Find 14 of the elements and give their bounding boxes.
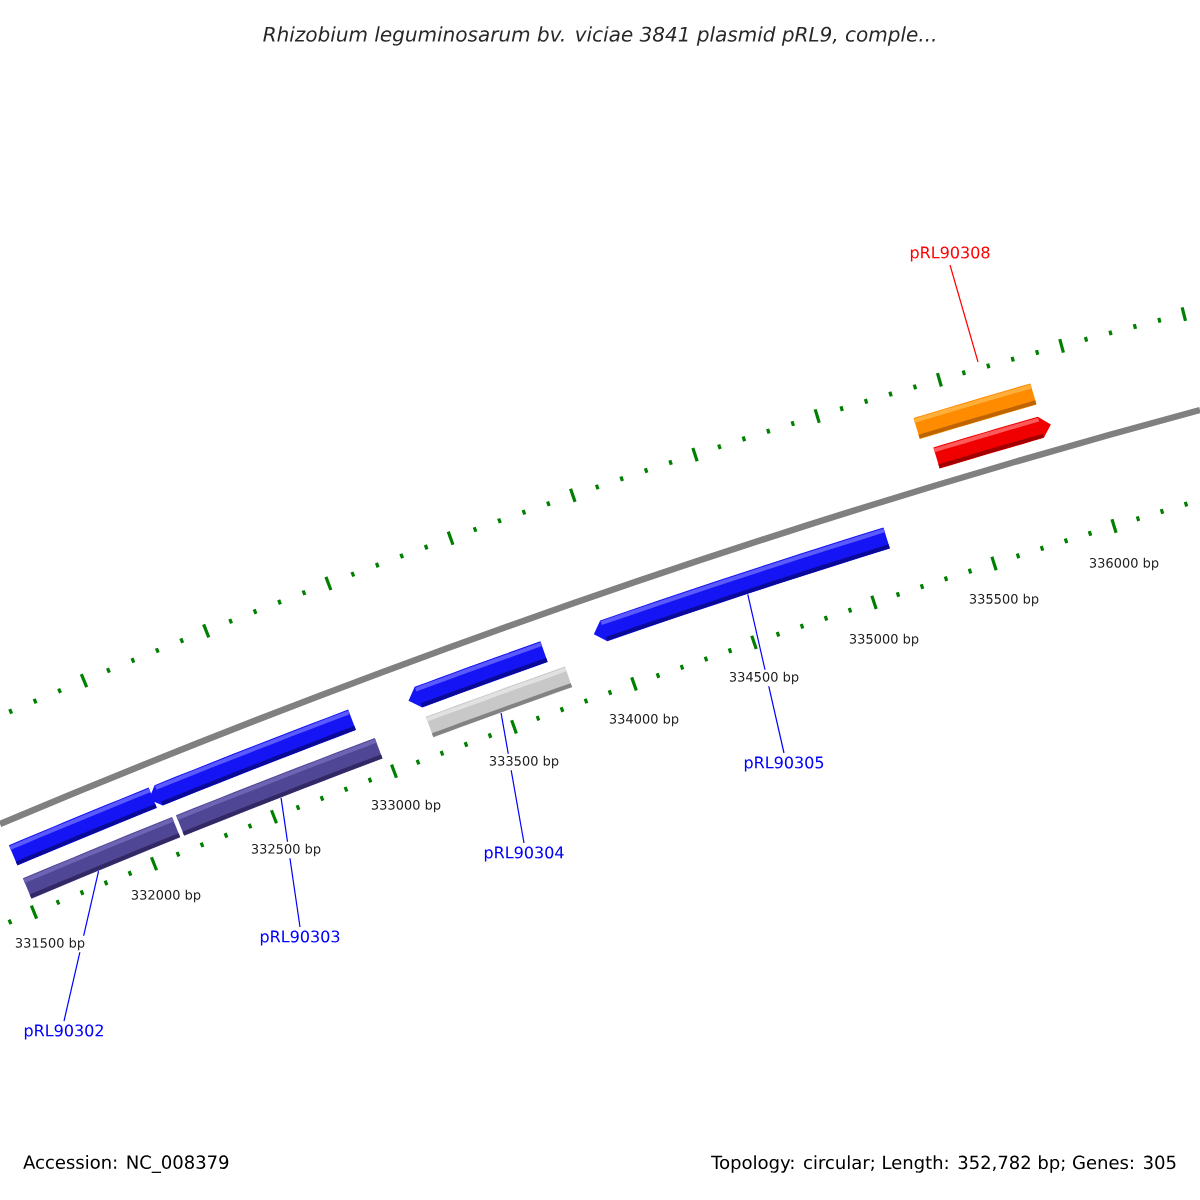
leader-line — [280, 797, 301, 928]
leader-line — [500, 712, 525, 844]
leader-line — [63, 870, 100, 1022]
gene-label: pRL90308 — [910, 246, 990, 262]
summary-text: Topology: circular; Length: 352,782 bp; Genes: 305 — [711, 1155, 1176, 1173]
accession-text: Accession: NC_008379 — [23, 1155, 229, 1173]
gene-label: pRL90305 — [744, 756, 824, 772]
gene-bar — [425, 666, 573, 738]
gene-label: pRL90304 — [484, 846, 564, 862]
gene-label: pRL90303 — [260, 930, 340, 946]
leader-line — [747, 593, 785, 754]
title: Rhizobium leguminosarum bv. viciae 3841 plasmid pRL9, comple... — [263, 26, 935, 46]
leader-line — [949, 264, 979, 363]
gene-label: pRL90302 — [24, 1024, 103, 1040]
